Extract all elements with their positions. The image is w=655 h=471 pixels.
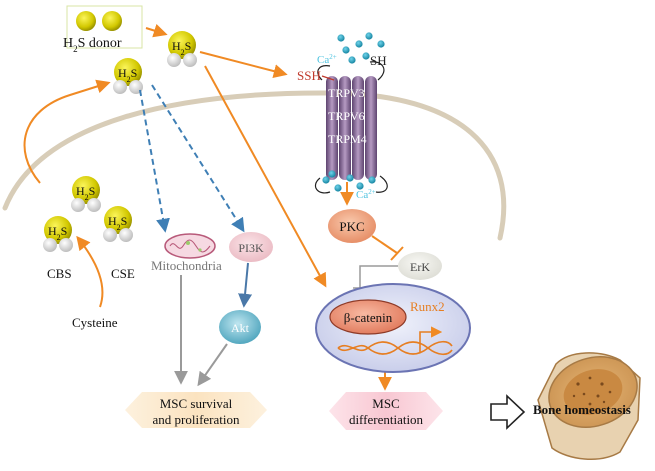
h2s-donor-label: H2S donor [63,36,122,54]
sh-label: SH [370,53,387,68]
cell-membrane [2,90,507,241]
beta-catenin-label: β-catenin [344,310,393,325]
pkc-inhibits-erk [371,235,398,254]
svg-text:H2S: H2S [118,66,137,84]
dna-strand-2 [337,341,453,356]
channel-label-2: TRPV6 [328,109,365,123]
akt-node [219,310,261,344]
channel-label-1: TRPV3 [328,86,365,100]
ssh-bond [321,75,335,81]
runx2-label: Runx2 [410,299,445,314]
ca-label-inside: Ca2+ [356,188,376,201]
diff-line-2: differentiation [349,412,424,427]
diff-hexagon [329,392,443,430]
transcription-arrow [419,326,443,352]
svg-text:H2S: H2S [48,224,67,242]
arrow-pi3k-to-akt [238,262,253,308]
trp-channel [315,61,388,194]
erk-node [398,252,442,280]
dashed-arrow-to-mitochondria [139,89,170,233]
erk-inhibits-bcatenin [359,265,398,288]
mitochondria-organelle [164,233,216,259]
bone-illustration [537,352,641,460]
mitochondria-label: Mitochondria [151,258,222,273]
akt-label: Akt [231,321,250,335]
svg-text:H2S: H2S [108,214,127,232]
pi3k-label: PI3K [238,241,264,255]
diff-line-1: MSC [372,396,399,411]
h2s-molecule-cell-2: H2S [103,206,133,242]
pkc-inhibit-bar [390,246,404,261]
channel-label-3: TRPM4 [328,132,367,146]
h2s-molecule-entry: H2S [113,58,143,94]
h2s-molecule-cell-3: H2S [43,216,73,252]
survival-hexagon [125,392,267,428]
arrow-akt-to-survival [197,343,228,387]
ca-ions-inside [322,170,376,192]
beta-catenin-node [329,299,407,335]
pi3k-node [229,232,273,262]
cse-label: CSE [111,266,135,281]
cysteine-label: Cysteine [72,315,118,330]
h2s-donor-molecule [76,11,122,31]
ca-label-top: Ca2+ [317,53,337,66]
erk-label: ErK [410,260,430,274]
arrow-h2s-to-channel [199,51,288,78]
pkc-label: PKC [339,219,364,234]
survival-line-1: MSC survival [160,396,233,411]
pkc-node [328,209,376,243]
arrow-cysteine-to-h2s [76,235,104,308]
ssh-label: SSH [297,68,321,83]
h2s-donor-box [66,5,143,49]
hollow-arrow-to-bone [490,394,526,430]
arrow-h2s-to-nucleus [204,65,327,288]
arrow-donor-to-h2s [145,23,168,38]
svg-text:H2S: H2S [76,184,95,202]
svg-text:H2S: H2S [172,39,191,57]
cbs-label: CBS [47,266,72,281]
h2s-molecule-cell-1: H2S [71,176,101,212]
arrow-cell-h2s-out [23,79,111,184]
survival-line-2: and proliferation [153,412,240,427]
bone-homeostasis-label: Bone homeostasis [533,402,631,417]
dashed-arrow-to-pi3k [151,84,245,233]
ca-ions-outside [337,32,385,64]
h2s-molecule-top: H2S [167,31,197,67]
